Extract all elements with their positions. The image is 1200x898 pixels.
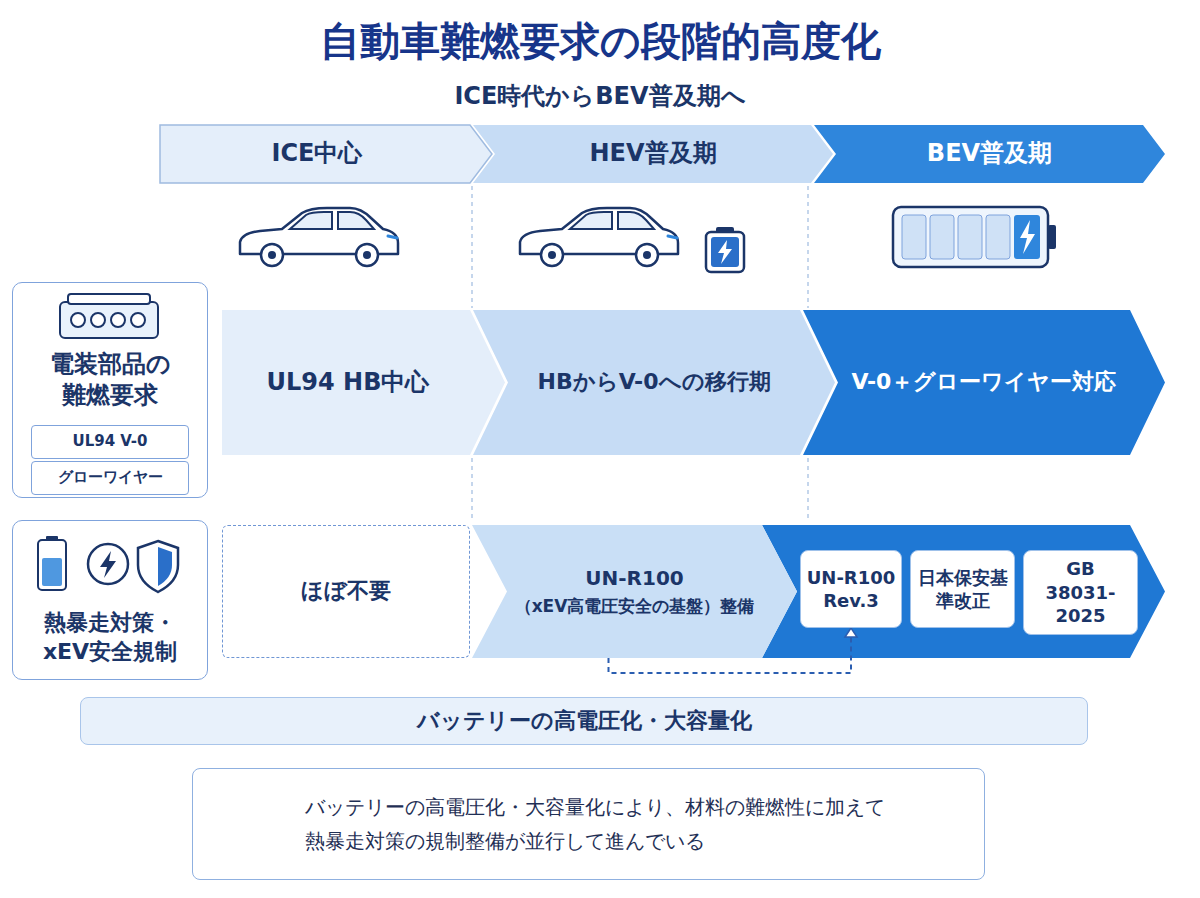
chevron-outline (160, 125, 492, 183)
note-box: バッテリーの高電圧化・大容量化により、材料の難燃性に加えて 熱暴走対策の規制整備… (192, 768, 985, 880)
node-content: UN-R100 （xEV高電圧安全の基盤）整備 (472, 525, 797, 658)
requirement-tag: グローワイヤー (31, 461, 189, 495)
node-label: UN-R100 Rev.3 (806, 566, 896, 613)
node-label: 熱暴走対策・xEV安全規制 (40, 609, 180, 666)
arrowhead (845, 628, 857, 637)
stage-box-dashed: ほぼ不要 (222, 525, 470, 658)
chevron-outline (473, 125, 833, 183)
node-content: V-0＋グローワイヤー対応 (803, 310, 1165, 455)
node-content: HEV普及期 (473, 125, 833, 183)
node-label: グローワイヤー (58, 468, 163, 488)
node-content: UL94 HB中心 (222, 310, 505, 455)
node-label: UL94 V-0 (72, 432, 147, 452)
node-content: 日本保安基準改正 (911, 551, 1014, 627)
phase-chevron: BEV普及期 (814, 125, 1165, 183)
node-content: UN-R100 Rev.3 (801, 551, 901, 627)
node-label: ICE中心 (272, 138, 363, 169)
node-content: 熱暴走対策・xEV安全規制 (13, 521, 207, 679)
node-label: V-0＋グローワイヤー対応 (852, 368, 1117, 397)
node-label: GB 38031-2025 (1029, 557, 1132, 627)
regulation-box: UN-R100 Rev.3 (800, 550, 902, 628)
chevron-outline (473, 310, 835, 455)
stage-chevron: HBからV-0への移行期 (473, 310, 835, 455)
subtitle: ICE時代からBEV普及期へ (0, 80, 1200, 112)
trend-bar: バッテリーの高電圧化・大容量化 (80, 697, 1088, 745)
node-label: 電装部品の難燃要求 (45, 349, 175, 411)
stage-chevron: V-0＋グローワイヤー対応 (803, 310, 1165, 455)
node-label: UN-R100 (585, 565, 683, 591)
row-header-panel: 電装部品の難燃要求 UL94 V-0 グローワイヤー (12, 282, 208, 498)
node-content: GB 38031-2025 (1024, 551, 1137, 634)
node-sublabel: （xEV高電圧安全の基盤）整備 (515, 595, 755, 617)
regulation-box: GB 38031-2025 (1023, 550, 1138, 635)
battery-pack (893, 207, 1056, 267)
chevron-outline (222, 310, 505, 455)
stage-chevron: UL94 HB中心 (222, 310, 505, 455)
node-label: HBからV-0への移行期 (537, 368, 770, 397)
phase-chevron: HEV普及期 (473, 125, 833, 183)
chevron-outline (814, 125, 1165, 183)
title: 自動車難燃要求の段階的高度化 (0, 14, 1200, 69)
node-label: UL94 HB中心 (267, 367, 430, 398)
node-label: ほぼ不要 (301, 577, 391, 606)
ice-car (240, 208, 398, 266)
node-label: 日本保安基準改正 (916, 566, 1009, 613)
chevron-shape (472, 525, 797, 658)
node-label: BEV普及期 (927, 138, 1052, 169)
node-content: バッテリーの高電圧化・大容量化により、材料の難燃性に加えて 熱暴走対策の規制整備… (193, 769, 984, 879)
node-label: バッテリーの高電圧化・大容量化 (417, 707, 752, 736)
node-content: UL94 V-0 (32, 426, 188, 458)
chevron-outline (803, 310, 1165, 455)
fuse-box-icon (60, 294, 158, 338)
row-header-panel: 熱暴走対策・xEV安全規制 (12, 520, 208, 680)
node-label: HEV普及期 (589, 138, 716, 169)
stage-chevron: UN-R100 （xEV高電圧安全の基盤）整備 (472, 525, 797, 658)
phase-chevron: ICE中心 (160, 125, 492, 183)
chevron-outline (472, 525, 797, 658)
regulation-box: 日本保安基準改正 (910, 550, 1015, 628)
node-content: バッテリーの高電圧化・大容量化 (81, 698, 1087, 744)
node-content: ほぼ不要 (223, 526, 469, 657)
regulation-band (762, 525, 1165, 658)
hev-car (520, 208, 678, 266)
requirement-tag: UL94 V-0 (31, 425, 189, 459)
safety-icons (38, 536, 178, 592)
node-content: グローワイヤー (32, 462, 188, 494)
node-content: HBからV-0への移行期 (473, 310, 835, 455)
battery-icon (706, 227, 744, 272)
node-label: バッテリーの高電圧化・大容量化により、材料の難燃性に加えて 熱暴走対策の規制整備… (305, 790, 897, 858)
node-content: ICE中心 (160, 125, 492, 183)
node-content: BEV普及期 (814, 125, 1165, 183)
